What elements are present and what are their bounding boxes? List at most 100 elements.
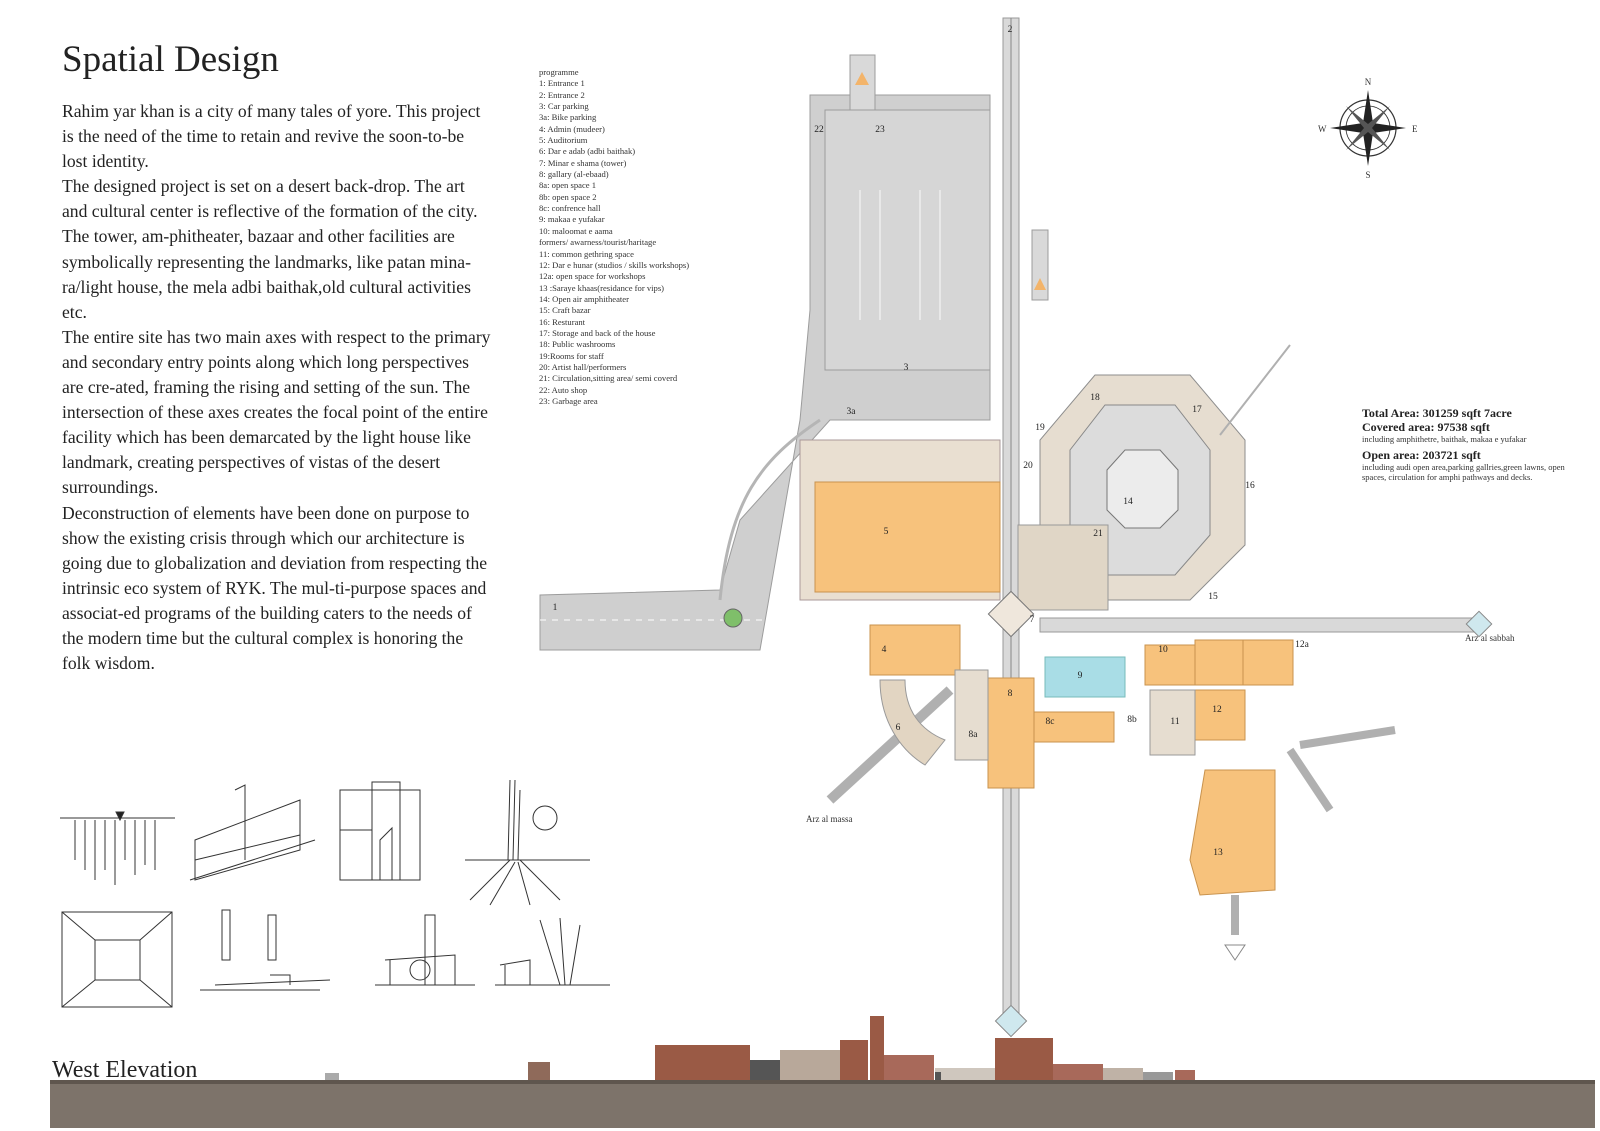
auditorium: [814, 481, 1001, 593]
plan-label: 16: [1245, 481, 1255, 491]
page-title: Spatial Design: [62, 39, 279, 80]
compass-e: E: [1412, 124, 1418, 134]
elevation-block: [995, 1038, 1053, 1080]
paragraph-4: Deconstruction of elements have been don…: [62, 502, 488, 674]
elevation-block: [1103, 1068, 1143, 1080]
makaa-e-yufakar-pool: [1044, 656, 1126, 698]
elevation-block: [840, 1040, 868, 1080]
compass-rose: N S E W: [1318, 77, 1418, 180]
programme-item: formers/ awarness/tourist/haritage: [539, 237, 657, 248]
programme-item: 22: Auto shop: [539, 384, 588, 395]
plan-label: 21: [1093, 529, 1103, 539]
site-plan: 1 2 3 3a 4 5 6 7 8 8a 8b 8c 9 10 11 12 1…: [539, 17, 1515, 1038]
plan-label: 8: [1008, 689, 1013, 699]
elevation-block: [884, 1055, 934, 1080]
axis-end-diamond: [994, 1004, 1028, 1038]
programme-item: 19:Rooms for staff: [539, 350, 604, 361]
plan-label: 10: [1158, 645, 1168, 655]
arz-al-massa-path: [826, 686, 954, 804]
compass-s: S: [1365, 170, 1370, 180]
studio-block-a: [1194, 639, 1246, 686]
paragraph-1: Rahim yar khan is a city of many tales o…: [62, 101, 481, 172]
conference-hall: [1033, 711, 1115, 743]
plan-label: 13: [1213, 848, 1223, 858]
circulation-grid: [1017, 524, 1109, 611]
programme-item: 5: Auditorium: [539, 135, 588, 146]
open-space-8a: [954, 669, 989, 761]
programme-item: 2: Entrance 2: [539, 89, 585, 100]
programme-item: 8b: open space 2: [539, 191, 597, 202]
open-area: Open area: 203721 sqft: [1362, 447, 1481, 462]
description-text: Rahim yar khan is a city of many tales o…: [62, 99, 492, 676]
open-area-note: including audi open area,parking gallrie…: [1362, 461, 1565, 483]
marker-triangle: [1034, 278, 1046, 290]
compass-w: W: [1318, 124, 1327, 134]
programme-item: 18: Public washrooms: [539, 339, 616, 350]
programme-item: 1: Entrance 1: [539, 78, 585, 89]
east-west-axis: [1039, 617, 1481, 633]
elevation-block: [1175, 1070, 1195, 1080]
building-10: [1144, 644, 1196, 686]
elevation-ground-edge: [50, 1080, 1595, 1084]
plan-label: 20: [1023, 461, 1033, 471]
elevation-block: [935, 1068, 995, 1080]
programme-item: 6: Dar e adab (adbi baithak): [539, 146, 636, 157]
sketch-4: [465, 779, 590, 906]
plan-label: 1: [553, 603, 558, 613]
programme-item: 10: maloomat e aama: [539, 225, 613, 236]
plan-label: 5: [884, 527, 889, 537]
plan-label: 19: [1035, 423, 1045, 433]
sketch-8: [495, 917, 610, 986]
east-diagonal-path: [1299, 726, 1396, 749]
parking-stall-lines: [859, 190, 941, 320]
plan-label: 11: [1170, 717, 1179, 727]
compass-n: N: [1365, 77, 1372, 87]
programme-item: 15: Craft bazar: [539, 305, 591, 316]
dar-e-adab-baithak: [879, 679, 946, 766]
gallery-building: [987, 677, 1035, 789]
plan-label: 23: [875, 125, 885, 135]
covered-area-note: including amphithetre, baithak, makaa e …: [1362, 434, 1527, 444]
plan-label: 6: [896, 723, 901, 733]
plan-label: 12a: [1295, 640, 1310, 650]
east-spur: [1031, 229, 1049, 301]
elevation-block: [750, 1060, 780, 1080]
plan-label: 12: [1212, 705, 1222, 715]
plan-label: 4: [882, 645, 887, 655]
west-elevation: [50, 1016, 1595, 1128]
studio-block-c: [1194, 689, 1246, 741]
minar-e-shama-tower: [987, 590, 1035, 638]
programme-item: 12a: open space for workshops: [539, 271, 646, 282]
sketch-3: [339, 781, 421, 881]
elevation-block: [780, 1050, 840, 1080]
elevation-block: [655, 1045, 750, 1080]
roundabout: [723, 608, 743, 628]
programme-heading: programme: [539, 67, 579, 77]
plan-label: 15: [1208, 592, 1218, 602]
sketch-7: [375, 914, 475, 986]
entrance-road-edge: [718, 418, 821, 601]
covered-area: Covered area: 97538 sqft: [1362, 420, 1490, 434]
sketch-2: [189, 784, 316, 881]
saraye-khaas-residence: [1189, 769, 1276, 896]
elevation-ground: [50, 1080, 1595, 1128]
elevation-block: [1143, 1072, 1173, 1080]
sketch-5: [61, 911, 173, 1008]
studio-block-b: [1242, 639, 1294, 686]
plan-label: 17: [1192, 405, 1202, 415]
programme-item: 14: Open air amphitheater: [539, 293, 629, 304]
elevation-block: [1053, 1064, 1103, 1080]
plan-label: 8a: [969, 730, 979, 740]
programme-item: 7: Minar e shama (tower): [539, 157, 627, 168]
programme-item: 8c: confrence hall: [539, 203, 601, 214]
arz-al-massa-label: Arz al massa: [806, 814, 852, 824]
plan-label: 8c: [1046, 717, 1055, 727]
programme-item: 23: Garbage area: [539, 395, 598, 406]
plan-label: 8b: [1127, 715, 1137, 725]
programme-item: 12: Dar e hunar (studios / skills worksh…: [539, 259, 690, 270]
elevation-block: [325, 1073, 339, 1080]
programme-item: 11: common gethring space: [539, 248, 634, 259]
plan-label: 3: [904, 363, 909, 373]
programme-item: 21: Circulation,sitting area/ semi cover…: [539, 373, 678, 384]
